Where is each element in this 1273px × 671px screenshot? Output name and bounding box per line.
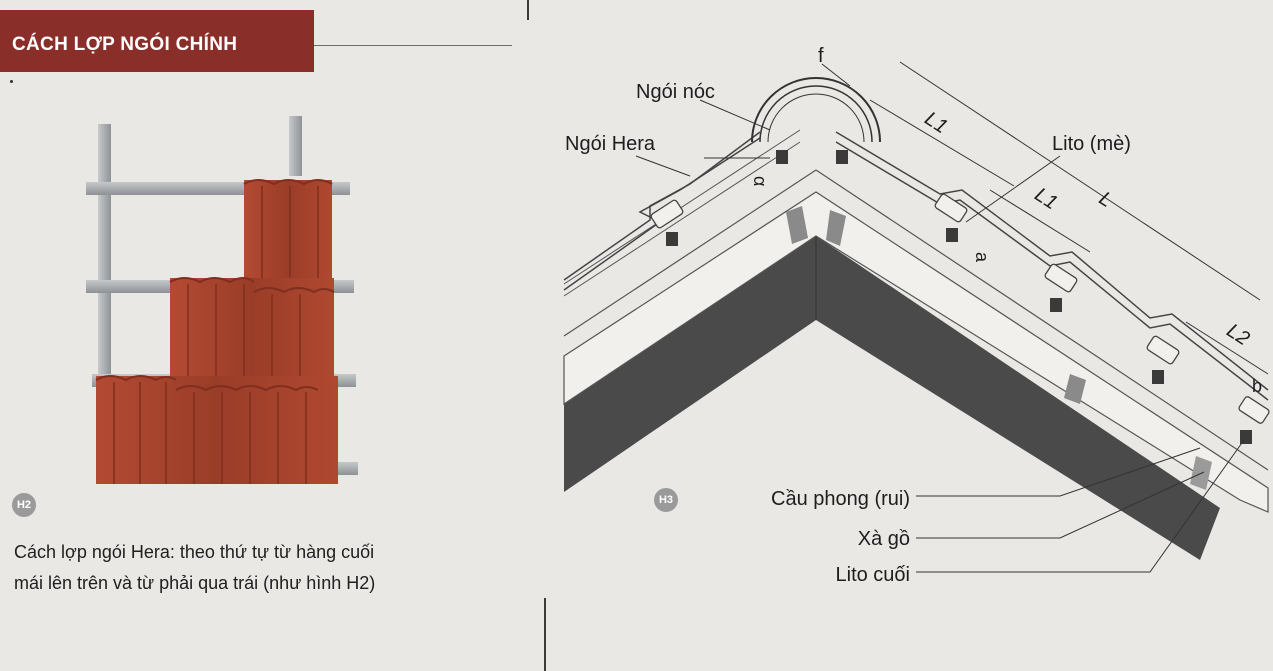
label-L1-lower: L1 bbox=[1031, 184, 1062, 215]
label-alpha: α bbox=[750, 176, 770, 186]
end-lito-leader bbox=[916, 439, 1245, 573]
label-hera-tile: Ngói Hera bbox=[565, 133, 656, 155]
bullet-dot bbox=[10, 80, 13, 83]
purlin-board bbox=[563, 191, 1269, 513]
figure-badge-h2: H2 bbox=[12, 493, 36, 517]
rafter-leader bbox=[916, 447, 1201, 497]
label-end-lito: Lito cuối bbox=[836, 564, 911, 586]
label-L1-upper: L1 bbox=[921, 108, 952, 139]
caption: Cách lợp ngói Hera: theo thứ tự từ hàng … bbox=[14, 537, 375, 599]
label-L: L bbox=[1095, 188, 1116, 213]
caption-line-1: Cách lợp ngói Hera: theo thứ tự từ hàng … bbox=[14, 542, 375, 562]
tile-column-top bbox=[243, 179, 333, 292]
tile-column-bottom bbox=[95, 375, 338, 484]
label-a: a bbox=[972, 252, 992, 263]
label-f: f bbox=[818, 45, 824, 67]
label-purlin: Xà gồ bbox=[858, 528, 910, 550]
frame-post-right bbox=[289, 116, 302, 176]
caption-line-2: mái lên trên và từ phải qua trái (như hì… bbox=[14, 573, 376, 593]
ridge-tile-shape bbox=[751, 77, 881, 143]
purlin-leader bbox=[916, 471, 1205, 539]
figure-badge-h3: H3 bbox=[654, 488, 678, 512]
column-divider-top bbox=[527, 0, 529, 20]
label-ridge-tile: Ngói nóc bbox=[636, 81, 715, 103]
tile-column-middle bbox=[169, 277, 335, 388]
label-lito: Lito (mè) bbox=[1052, 133, 1131, 155]
label-rafter: Cầu phong (rui) bbox=[771, 488, 910, 510]
rafter-beam bbox=[564, 236, 1220, 560]
section-title: CÁCH LỢP NGÓI CHÍNH bbox=[12, 34, 238, 55]
header-rule bbox=[314, 45, 512, 46]
label-L2: L2 bbox=[1223, 320, 1254, 351]
label-b: b bbox=[1252, 376, 1262, 396]
h2-illustration bbox=[86, 116, 358, 484]
frame-rail-4 bbox=[334, 462, 358, 475]
section-header-bar: CÁCH LỢP NGÓI CHÍNH bbox=[0, 10, 314, 72]
column-divider-bottom bbox=[544, 598, 546, 671]
